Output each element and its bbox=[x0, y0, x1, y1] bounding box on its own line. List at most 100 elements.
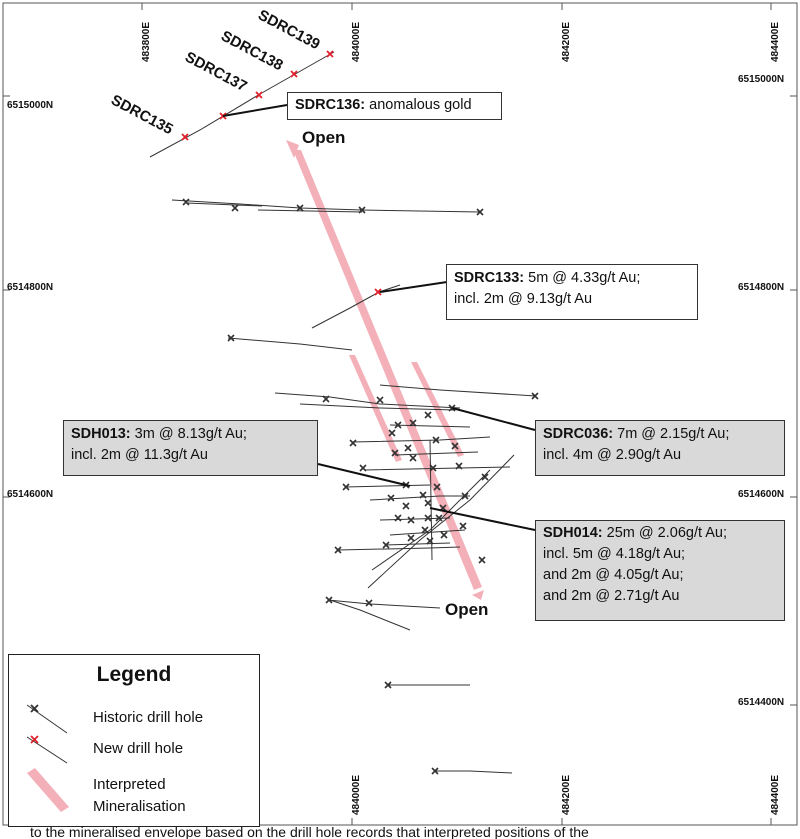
historic-collar-marker bbox=[451, 442, 459, 450]
new-collar-marker bbox=[181, 133, 189, 141]
legend-title: Legend bbox=[96, 663, 172, 686]
historic-collar-marker bbox=[419, 491, 427, 499]
historic-collar-marker bbox=[432, 436, 440, 444]
open-label-south: Open bbox=[445, 600, 488, 619]
historic-collar-marker bbox=[365, 599, 373, 607]
northing-label-left-3: 6514600N bbox=[7, 489, 53, 500]
historic-collar-marker bbox=[481, 473, 489, 481]
historic-collar-marker bbox=[478, 556, 486, 564]
callout-sdrc136: SDRC136: anomalous gold bbox=[287, 92, 502, 120]
historic-trace bbox=[185, 202, 263, 207]
northing-label-left-1: 6515000N bbox=[7, 100, 53, 111]
historic-trace bbox=[384, 542, 451, 546]
callout-sdrc036-id: SDRC036: bbox=[543, 426, 614, 442]
legend-symbols bbox=[26, 704, 69, 812]
historic-trace bbox=[435, 770, 513, 774]
easting-label-bottom-4: 484400E bbox=[770, 775, 781, 815]
northing-label-right-2: 6514800N bbox=[738, 282, 784, 293]
leader-sdrc036 bbox=[451, 407, 536, 431]
new-collar-marker bbox=[374, 288, 382, 296]
callout-sdrc036-line1: 7m @ 2.15g/t Au; bbox=[617, 426, 730, 442]
caption-text-cut-off: to the mineralised envelope based on the… bbox=[30, 827, 589, 839]
callout-sdrc136-text: anomalous gold bbox=[369, 97, 472, 113]
historic-trace bbox=[299, 403, 456, 411]
legend-new-label: New drill hole bbox=[93, 740, 184, 757]
historic-collar-marker bbox=[182, 198, 190, 206]
historic-collar-marker bbox=[455, 462, 463, 470]
new-drill-trace bbox=[149, 51, 335, 158]
new-drill-trace bbox=[311, 284, 401, 329]
callout-sdrc036: SDRC036: 7m @ 2.15g/t Au; incl. 4m @ 2.9… bbox=[535, 420, 785, 476]
legend: Legend Historic drill hole New drill hol… bbox=[8, 654, 260, 827]
historic-collar-marker bbox=[407, 534, 415, 542]
historic-collar-marker bbox=[231, 204, 239, 212]
historic-collar-marker bbox=[402, 502, 410, 510]
grid-ticks bbox=[3, 3, 797, 825]
historic-collar-marker bbox=[459, 522, 467, 530]
historic-trace bbox=[337, 546, 461, 551]
historic-collar-marker bbox=[394, 421, 402, 429]
historic-trace bbox=[351, 436, 491, 443]
historic-trace bbox=[227, 337, 353, 351]
easting-label-top-4: 484400E bbox=[770, 22, 781, 62]
new-collar-marker bbox=[290, 70, 298, 78]
historic-trace bbox=[257, 209, 363, 213]
historic-collar-marker bbox=[409, 419, 417, 427]
historic-collar-marker bbox=[407, 516, 415, 524]
historic-collar-marker bbox=[424, 411, 432, 419]
historic-collar-marker bbox=[387, 494, 395, 502]
callout-sdh014: SDH014: 25m @ 2.06g/t Au; incl. 5m @ 4.1… bbox=[535, 520, 785, 621]
legend-historic-label: Historic drill hole bbox=[93, 709, 204, 726]
legend-mineral-label-1: Interpreted bbox=[93, 776, 166, 793]
callout-sdrc133-id: SDRC133: bbox=[454, 270, 525, 286]
open-label-north: Open bbox=[302, 128, 345, 147]
historic-collar-marker bbox=[325, 596, 333, 604]
historic-collar-marker bbox=[334, 546, 342, 554]
historic-collar-marker bbox=[476, 208, 484, 216]
northing-label-left-2: 6514800N bbox=[7, 282, 53, 293]
historic-trace bbox=[367, 454, 515, 589]
historic-collar-marker bbox=[421, 526, 429, 534]
historic-collar-marker bbox=[429, 464, 437, 472]
easting-label-bottom-3: 484200E bbox=[561, 775, 572, 815]
easting-label-top-3: 484200E bbox=[561, 22, 572, 62]
historic-collar-marker bbox=[426, 537, 434, 545]
leader-sdrc136 bbox=[222, 104, 288, 117]
historic-collar-marker bbox=[322, 395, 330, 403]
callout-sdh013-line2: incl. 2m @ 11.3g/t Au bbox=[71, 447, 208, 463]
northing-label-right-3: 6514600N bbox=[738, 489, 784, 500]
historic-trace bbox=[379, 384, 537, 397]
historic-collar-marker bbox=[382, 541, 390, 549]
callout-sdh013-id: SDH013: bbox=[71, 426, 131, 442]
historic-drill-holes bbox=[182, 198, 539, 775]
historic-collar-marker bbox=[296, 204, 304, 212]
legend-mineral-label-2: Mineralisation bbox=[93, 798, 186, 815]
mineralisation-arrow-north bbox=[286, 140, 299, 158]
historic-collar-marker bbox=[435, 514, 443, 522]
historic-collar-marker bbox=[388, 429, 396, 437]
callout-sdh014-line4: and 2m @ 2.71g/t Au bbox=[543, 588, 680, 604]
callout-sdrc136-id: SDRC136: bbox=[295, 97, 366, 113]
historic-collar-marker bbox=[359, 464, 367, 472]
mineralisation-arrow-south bbox=[472, 590, 484, 600]
new-drill-traces bbox=[149, 51, 401, 329]
historic-collar-marker bbox=[384, 681, 392, 689]
callout-sdh014-line1: 25m @ 2.06g/t Au; bbox=[606, 525, 727, 541]
callout-sdrc133: SDRC133: 5m @ 4.33g/t Au; incl. 2m @ 9.1… bbox=[446, 264, 698, 320]
historic-collar-marker bbox=[404, 444, 412, 452]
callout-sdh013-line1: 3m @ 8.13g/t Au; bbox=[134, 426, 247, 442]
new-collar-marker bbox=[326, 50, 334, 58]
historic-collar-marker bbox=[424, 514, 432, 522]
historic-trace bbox=[394, 451, 479, 456]
northing-label-right-1: 6515000N bbox=[738, 74, 784, 85]
historic-collar-marker bbox=[342, 483, 350, 491]
historic-collar-marker bbox=[358, 206, 366, 214]
historic-collar-marker bbox=[391, 449, 399, 457]
legend-historic-icon bbox=[26, 704, 68, 734]
historic-trace bbox=[344, 484, 431, 488]
callout-sdh014-id: SDH014: bbox=[543, 525, 603, 541]
historic-collar-marker bbox=[433, 483, 441, 491]
legend-new-icon bbox=[26, 735, 68, 764]
callout-sdh013: SDH013: 3m @ 8.13g/t Au; incl. 2m @ 11.3… bbox=[63, 420, 318, 476]
callout-sdh014-line3: and 2m @ 4.05g/t Au; bbox=[543, 567, 684, 583]
